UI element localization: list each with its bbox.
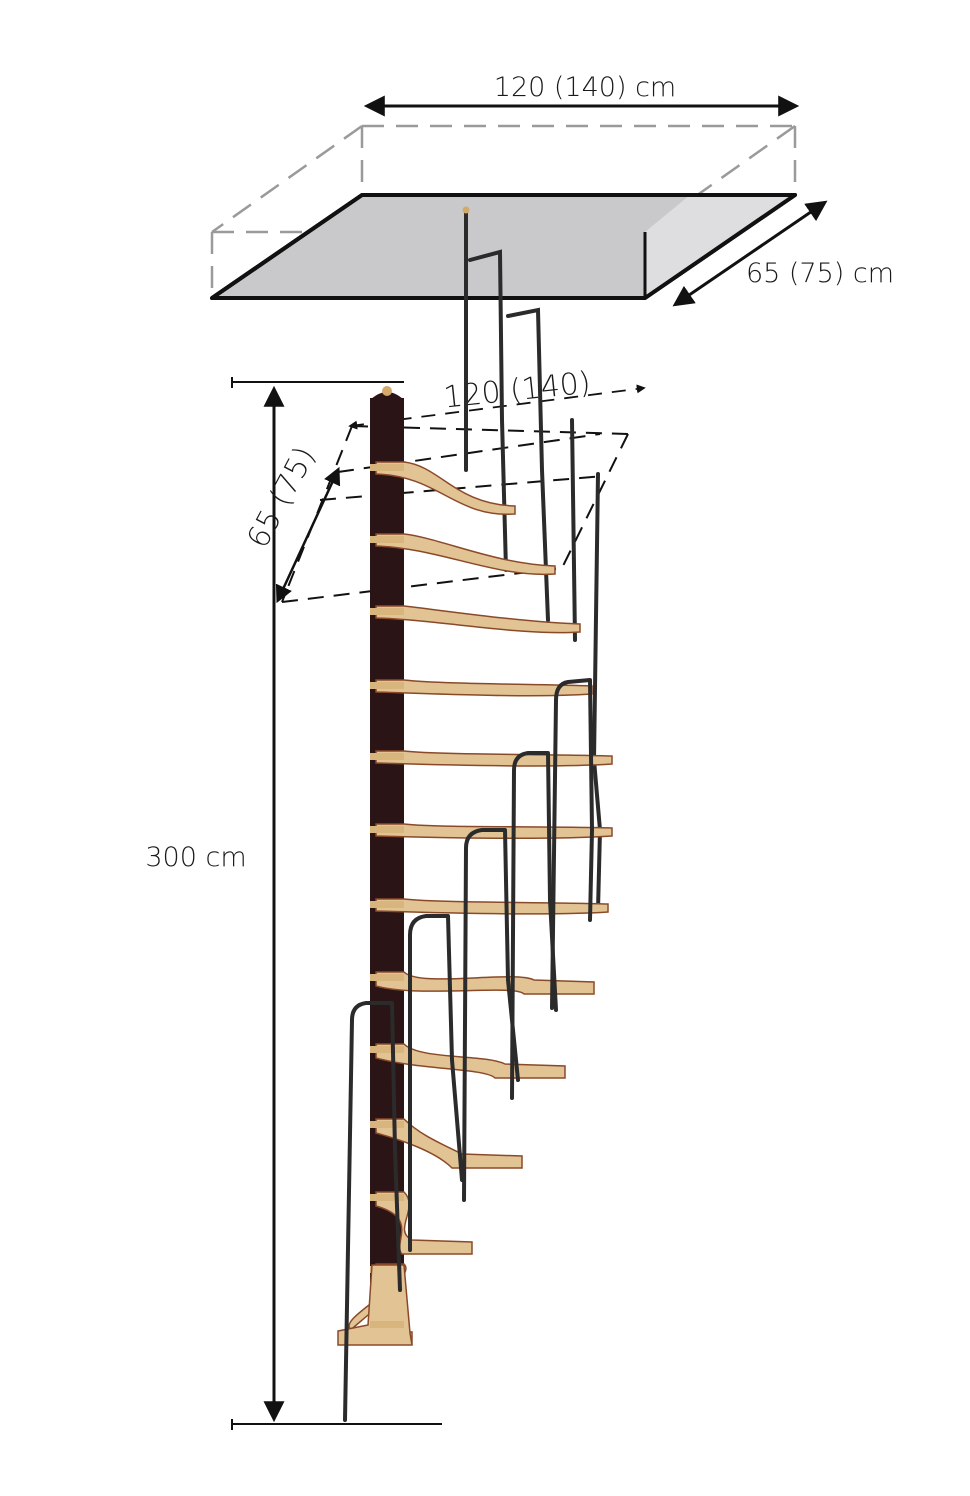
tread bbox=[375, 605, 581, 634]
tread bbox=[375, 898, 609, 915]
height-dimension: 300 cm bbox=[145, 377, 442, 1430]
top-depth-label: 65 (75) cm bbox=[746, 258, 894, 289]
tread-collar bbox=[370, 1194, 404, 1201]
height-label: 300 cm bbox=[145, 842, 246, 873]
staircase bbox=[337, 206, 613, 1422]
tread bbox=[375, 1118, 523, 1169]
tread-collar bbox=[370, 464, 404, 471]
stair-depth-arrow bbox=[275, 466, 341, 604]
tread-collar bbox=[370, 1046, 404, 1053]
central-column bbox=[370, 398, 404, 1328]
tread bbox=[375, 1043, 566, 1079]
tread-collar bbox=[370, 901, 404, 908]
tread-collar bbox=[370, 536, 404, 543]
tread bbox=[375, 461, 516, 515]
tread bbox=[375, 971, 595, 995]
upper-rails bbox=[464, 210, 603, 912]
tread-collar bbox=[370, 1121, 404, 1128]
top-depth-arrow bbox=[672, 200, 828, 307]
tread-collar bbox=[370, 682, 404, 689]
tread-collar bbox=[370, 753, 404, 760]
ceiling-opening: 120 (140) cm 65 (75) cm bbox=[210, 72, 894, 307]
front-rails bbox=[343, 678, 594, 1422]
tread-collar bbox=[370, 974, 404, 981]
tread-collar bbox=[370, 608, 404, 615]
tread bbox=[375, 533, 556, 576]
tread bbox=[375, 750, 613, 767]
stair-depth-label: 65 (75) bbox=[241, 441, 323, 554]
tread-collar bbox=[370, 826, 404, 833]
top-width-label: 120 (140) cm bbox=[494, 72, 676, 103]
tread-collar bbox=[370, 1321, 404, 1328]
